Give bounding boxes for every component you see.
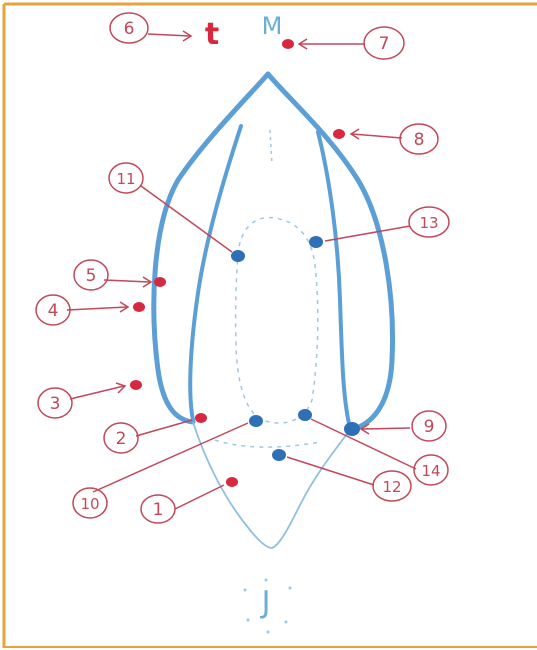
point-12 [298,409,312,421]
label-2: 2 [104,423,138,453]
svg-text:9: 9 [424,417,435,437]
lower-dashed [215,440,320,447]
label-9: 9 [412,411,446,441]
svg-text:3: 3 [50,394,61,414]
label-1: 1 [141,495,175,523]
svg-text:10: 10 [80,495,99,513]
point-8 [333,129,345,139]
label-10: 10 [73,488,107,518]
inner-ridge-right [318,132,350,428]
tooth-outline-right [268,74,393,430]
inner-ridge-left [190,126,241,420]
point-9 [344,422,360,436]
label-8: 8 [400,124,438,154]
point-11 [231,250,245,262]
page-frame [4,4,537,648]
point-10 [249,415,263,427]
svg-text:6: 6 [124,19,135,39]
point-13 [309,236,323,248]
label-12: 12 [373,471,411,501]
cusp-line [270,130,272,165]
svg-text:8: 8 [414,130,425,150]
svg-text:1: 1 [153,500,164,520]
point-5 [154,277,166,287]
tooth-outline [154,74,268,422]
svg-text:4: 4 [48,301,59,321]
svg-text:11: 11 [116,170,135,188]
bottom-letter: J [260,585,271,620]
svg-text:2: 2 [116,429,127,449]
svg-text:5: 5 [86,266,97,286]
top-letter-blue: M [262,12,283,40]
label-3: 3 [38,388,72,418]
central-fossa-outline [236,217,318,423]
label-13: 13 [409,207,449,237]
point-2 [195,413,207,423]
svg-text:14: 14 [421,462,440,480]
point-7 [282,39,294,49]
label-6: 6 [110,13,148,43]
label-4: 4 [36,295,70,325]
point-3 [130,380,142,390]
point-1 [226,477,238,487]
svg-text:7: 7 [379,34,390,54]
label-14: 14 [414,455,448,485]
point-4 [133,302,145,312]
point-14 [272,449,286,461]
svg-text:12: 12 [382,478,401,496]
top-letter-red: t [205,17,219,52]
svg-text:13: 13 [419,214,438,232]
label-5: 5 [74,260,108,290]
label-11: 11 [109,163,143,193]
label-7: 7 [364,27,404,59]
